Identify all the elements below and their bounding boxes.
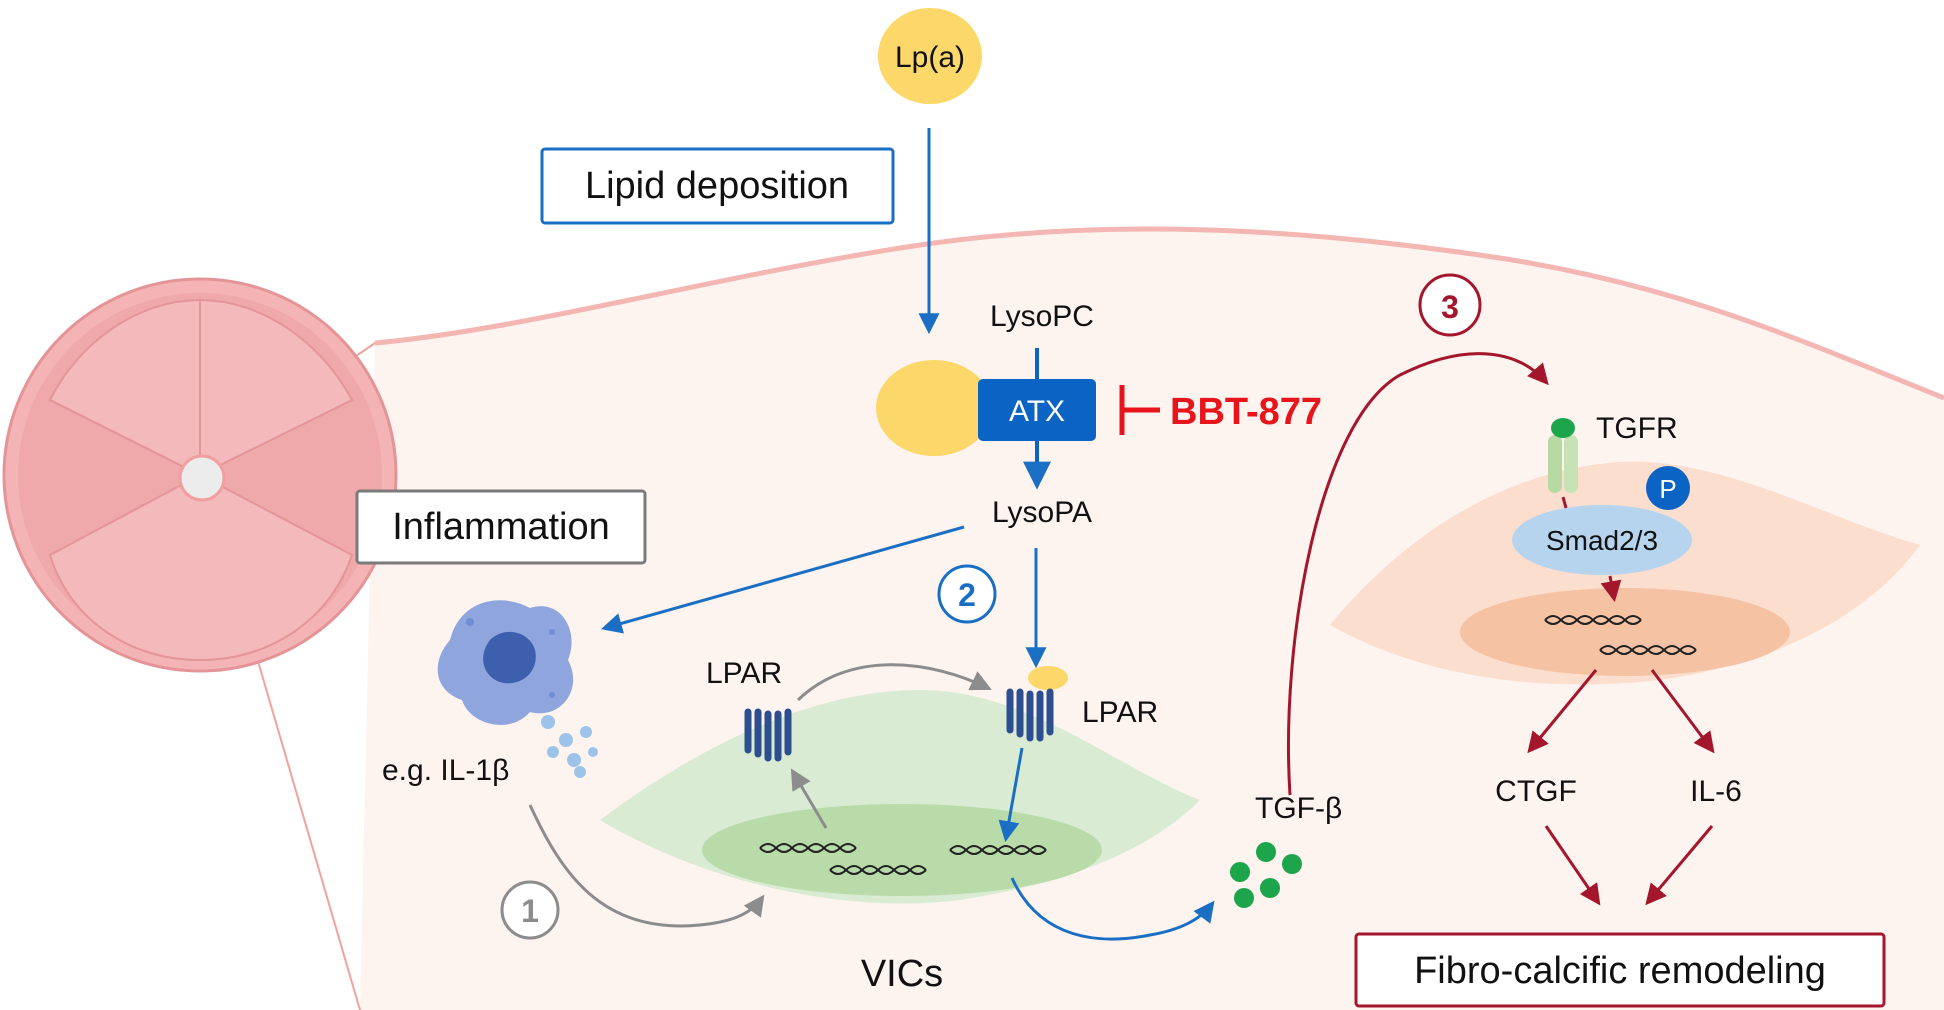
arrow-tgfb-to-tgfr: [1287, 352, 1549, 796]
atx-label: ATX: [1009, 395, 1065, 428]
arrow-tgfr-to-smad: [1561, 496, 1568, 509]
lpar-receptor-left: [744, 708, 792, 762]
arrow-nucleus-to-lpar: [790, 768, 828, 829]
smad-label: Smad2/3: [1546, 525, 1658, 556]
arrow-il1b-to-vic: [528, 804, 765, 928]
immune-cell-icon: [437, 600, 574, 725]
tgfr-label: TGFR: [1596, 412, 1678, 445]
lpar-right-label: LPAR: [1082, 696, 1158, 729]
arrow-lpar-to-nucleus: [998, 747, 1024, 843]
tissue-surface-line: [374, 226, 1944, 401]
il6-label: IL-6: [1690, 775, 1742, 808]
tgfb-label: TGF-β: [1255, 792, 1342, 825]
lpar-receptor-right: [1006, 666, 1068, 742]
smad-complex: Smad2/3 P: [1512, 466, 1692, 575]
il1b-label: e.g. IL-1β: [382, 754, 509, 787]
fibro-calcific-box: Fibro-calcific remodeling: [1354, 932, 1886, 1008]
step-2-marker: 2: [937, 564, 997, 624]
arrow-il6-to-remodeling: [1645, 825, 1714, 906]
lipid-deposition-label: Lipid deposition: [585, 165, 849, 207]
arrow-nucleus-to-il6: [1650, 669, 1715, 754]
lysopa-label: LysoPA: [992, 496, 1092, 529]
arrow-ctgf-to-remodeling: [1544, 825, 1601, 906]
activated-vic-nucleus: [1460, 588, 1790, 676]
arrow-nucleus-to-tgfb: [1010, 877, 1215, 941]
atx-enzyme: ATX: [876, 348, 1096, 490]
tgfb-dots: [1230, 842, 1302, 908]
lysopc-label: LysoPC: [990, 300, 1094, 333]
step-1-marker: 1: [500, 880, 560, 940]
arrow-lysopa-to-immune-cell: [600, 525, 965, 634]
arrow-lpar-translocation: [796, 663, 992, 702]
lipid-deposition-box: Lipid deposition: [540, 147, 895, 225]
bbt877-inhibitor: BBT-877: [1119, 385, 1322, 435]
phospho-label: P: [1659, 474, 1676, 504]
aortic-valve-illustration: [2, 277, 398, 673]
vics-label: VICs: [861, 953, 943, 995]
arrow-nucleus-to-ctgf: [1527, 669, 1598, 754]
inflammation-box: Inflammation: [355, 489, 647, 565]
lpa-particle: Lp(a): [878, 8, 982, 104]
valve-zoom-spot: [178, 454, 226, 502]
arrow-smad-to-nucleus: [1600, 575, 1622, 603]
vic-dna: [759, 843, 1047, 875]
ctgf-label: CTGF: [1495, 775, 1577, 808]
lpar-left-label: LPAR: [706, 657, 782, 690]
activated-vic-dna: [1544, 615, 1697, 655]
step-2-label: 2: [958, 577, 976, 613]
cytokine-dots: [541, 715, 598, 778]
step-3-marker: 3: [1418, 273, 1482, 337]
step-3-label: 3: [1441, 289, 1459, 325]
bbt877-label: BBT-877: [1170, 391, 1322, 433]
tgfr-receptor: [1548, 418, 1578, 493]
inflammation-label: Inflammation: [392, 506, 610, 548]
step-1-label: 1: [521, 893, 539, 929]
lpa-label: Lp(a): [895, 41, 965, 74]
fibro-calcific-label: Fibro-calcific remodeling: [1414, 950, 1826, 992]
